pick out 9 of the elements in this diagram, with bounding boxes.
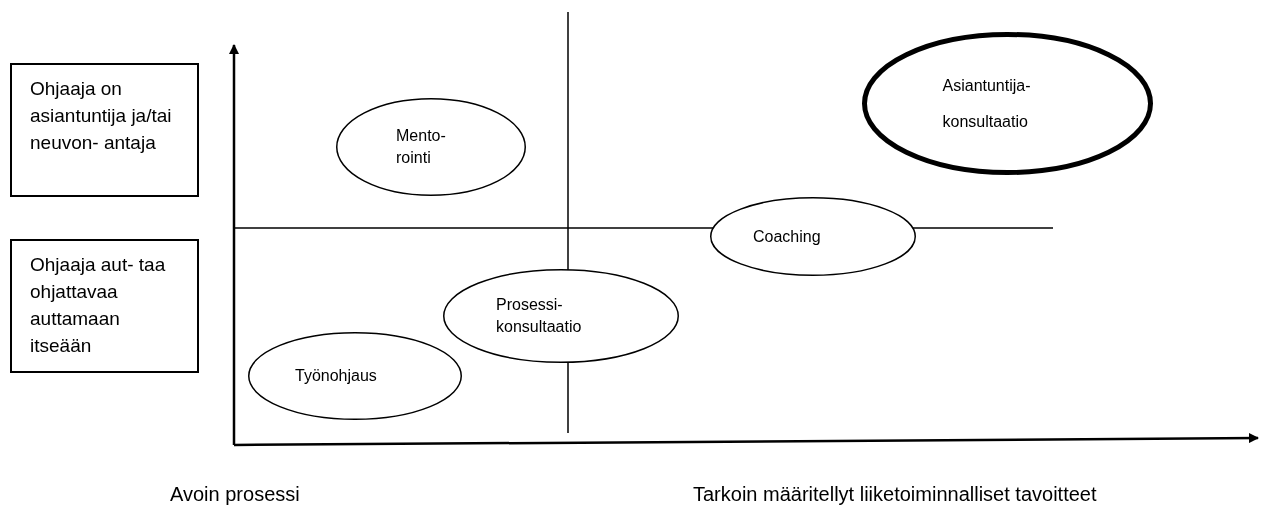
ellipse-label: Prosessi- konsultaatio — [496, 295, 583, 337]
ellipse-label: Mento- rointi — [396, 126, 447, 168]
ellipse-label: Työnohjaus — [295, 366, 378, 386]
axis-label: Tarkoin määritellyt liiketoiminnalliset tavoitteet — [693, 482, 1097, 507]
label-box: Ohjaaja aut- taa ohjattavaa auttamaan itseään — [10, 239, 199, 373]
ellipse-label: Asiantuntija- konsultaatio — [942, 75, 1032, 132]
label-box: Ohjaaja on asiantuntija ja/tai neuvon- antaja — [10, 63, 199, 197]
axis-label: Avoin prosessi — [170, 482, 300, 507]
ellipse-label: Coaching — [753, 226, 822, 247]
